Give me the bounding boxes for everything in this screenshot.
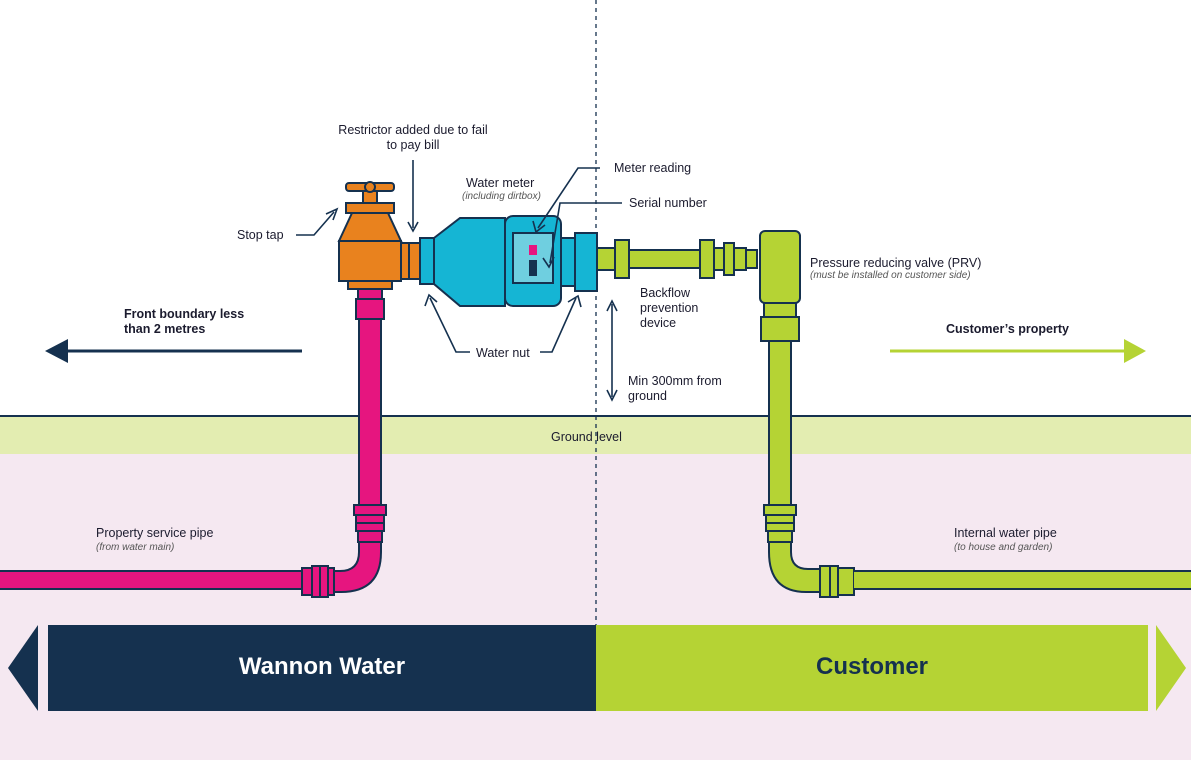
arrow-left-icon: [45, 339, 302, 363]
pressure-valve-sublabel: (must be installed on customer side): [810, 270, 971, 281]
min-height-label: Min 300mm from ground: [628, 374, 722, 403]
stop-tap-label: Stop tap: [237, 228, 284, 242]
backflow-label: Backflow prevention device: [640, 286, 699, 330]
meter-reading-label: Meter reading: [614, 161, 692, 175]
banner-left-text: Wannon Water: [238, 653, 406, 680]
serial-number-label: Serial number: [629, 196, 707, 210]
front-boundary-label: Front boundary less than 2 metres: [124, 307, 245, 336]
banner-right-text: Customer: [815, 653, 929, 680]
ground-level-label: Ground level: [551, 430, 622, 444]
pressure-valve-label: Pressure reducing valve (PRV): [810, 256, 982, 270]
banner-customer: [596, 625, 1186, 711]
property-service-pipe: [0, 286, 387, 598]
restrictor-label: Restrictor added due to fail to pay bill: [338, 123, 488, 152]
leader-lines: [296, 160, 622, 402]
internal-pipe-sublabel: (to house and garden): [954, 542, 1053, 553]
water-nut-label: Water nut: [476, 346, 530, 360]
stop-tap: [337, 181, 421, 290]
water-meter-label: Water meter: [466, 176, 535, 190]
internal-pipe-label: Internal water pipe: [954, 526, 1057, 540]
arrow-right-icon: [890, 339, 1146, 363]
customer-pipe: [596, 230, 1191, 598]
customers-property-label: Customer’s property: [946, 322, 1069, 336]
water-meter-sublabel: (including dirtbox): [462, 191, 541, 202]
service-pipe-label: Property service pipe: [96, 526, 214, 540]
banner-wannon-water: [8, 625, 596, 711]
water-meter: [419, 215, 598, 307]
service-pipe-sublabel: (from water main): [96, 542, 175, 553]
